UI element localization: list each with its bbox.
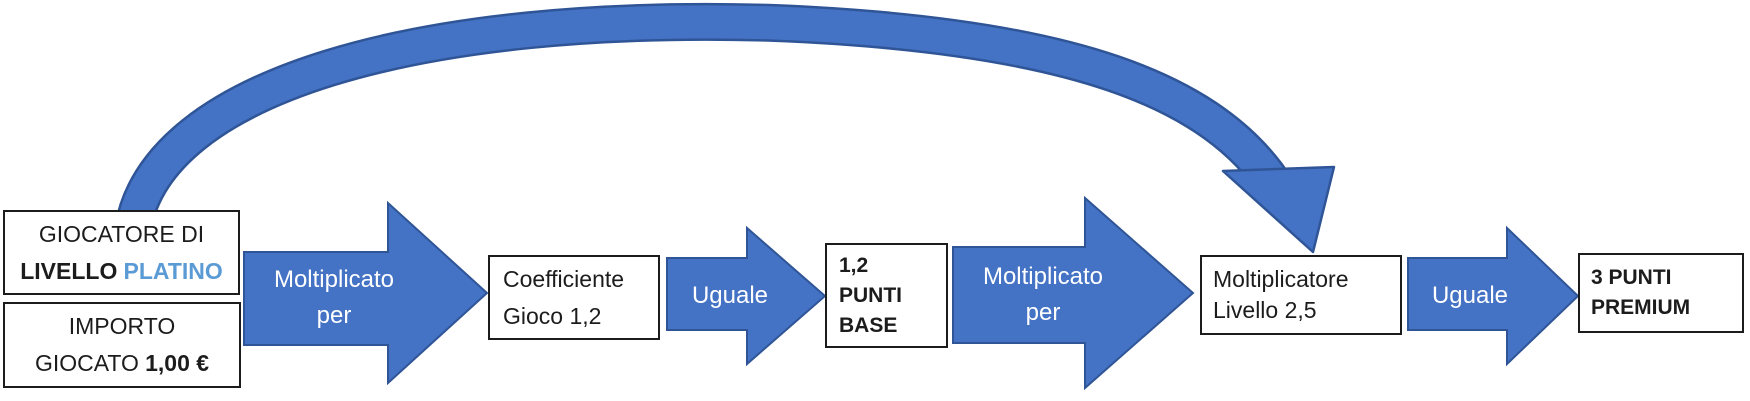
coefficient-line2: Gioco 1,2 [503,302,602,329]
game-coefficient-box: Coefficiente Gioco 1,2 [488,255,660,340]
premium-points-line2: PREMIUM [1591,296,1691,319]
level-multiplier-box: Moltiplicatore Livello 2,5 [1200,255,1402,335]
curved-return-arrow-band [116,5,1292,232]
curved-return-arrow [114,2,1336,254]
player-level-value: PLATINO [123,257,223,284]
base-points-line2: PUNTI [839,283,902,307]
base-points-line3: BASE [839,313,898,337]
base-points-line1: 1,2 [839,253,869,277]
amount-box-line1: IMPORTO [68,313,176,339]
coefficient-line1: Coefficiente [503,265,625,292]
amount-word: GIOCATO [34,350,139,376]
level-multiplier-line2: Livello 2,5 [1213,297,1317,323]
curved-return-arrow-outline [114,2,1295,232]
equals-arrow-1-icon [666,225,827,367]
amount-played-box: IMPORTO GIOCATO 1,00 € [3,302,241,388]
player-level-word: LIVELLO [20,257,118,284]
level-multiplier-line1: Moltiplicatore [1213,266,1349,292]
premium-points-line1: 3 PUNTI [1591,266,1672,289]
amount-value: 1,00 € [145,350,210,376]
player-level-box: GIOCATORE DI LIVELLO PLATINO [3,210,240,295]
player-box-line1: GIOCATORE DI [38,220,205,247]
base-points-box: 1,2 PUNTI BASE [825,243,948,348]
premium-points-box: 3 PUNTI PREMIUM [1578,253,1744,333]
multiply-arrow-2-icon [952,195,1195,391]
equals-arrow-2-icon [1407,225,1580,367]
multiply-arrow-1-icon [243,200,489,386]
curved-return-arrowhead-icon [1221,165,1336,254]
